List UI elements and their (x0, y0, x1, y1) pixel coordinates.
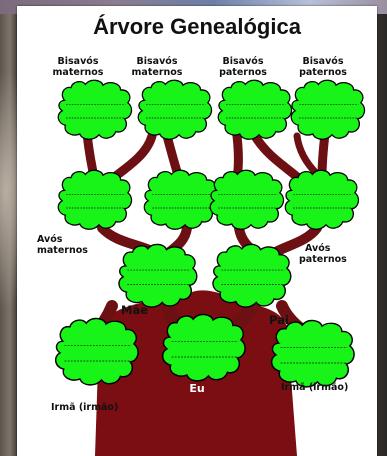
mother-bush (119, 244, 197, 307)
grandparent-bush-1 (58, 170, 131, 229)
branch (113, 136, 152, 178)
self-bush (163, 315, 245, 381)
great-grandparent-sublabel-3: paternos (219, 67, 267, 78)
sibling-left-bush (56, 319, 138, 385)
family-tree-illustration: Árvore Genealógica Bisavós maternos Bisa… (17, 6, 377, 456)
self-label: Eu (189, 382, 204, 395)
great-grandparent-label-2: Bisavós (137, 56, 178, 67)
great-grandparent-bush-2 (138, 80, 211, 139)
great-grandparent-bush-1 (58, 80, 131, 139)
great-grandparent-label-3: Bisavós (223, 56, 264, 67)
great-grandparent-bush-4 (291, 80, 364, 139)
poster-title: Árvore Genealógica (93, 14, 302, 39)
great-grandparent-bush-3 (218, 80, 291, 139)
great-grandparent-label-1: Bisavós (58, 56, 99, 67)
great-grandparent-sublabel-2: maternos (132, 67, 183, 78)
father-bush (213, 244, 291, 307)
family-tree-poster: Árvore Genealógica Bisavós maternos Bisa… (17, 6, 377, 456)
maternal-grandparents-label: Avós (37, 234, 63, 245)
grandparent-bush-3 (210, 170, 283, 229)
great-grandparent-label-4: Bisavós (303, 56, 344, 67)
branch (297, 136, 317, 174)
grandparent-bush-2 (144, 170, 217, 229)
maternal-grandparents-sublabel: maternos (37, 245, 88, 256)
great-grandparent-sublabel-4: paternos (299, 67, 347, 78)
father-label: Pai (269, 313, 289, 327)
great-grandparent-sublabel-1: maternos (53, 67, 104, 78)
paternal-grandparents-label: Avós (305, 243, 331, 254)
paternal-grandparents-sublabel: paternos (299, 254, 347, 265)
mother-label: Mãe (121, 303, 148, 317)
sibling-left-label: Irmã (irmão) (51, 402, 118, 413)
sibling-right-bush (272, 321, 354, 387)
branch (237, 136, 239, 178)
grandparent-bush-4 (285, 170, 358, 229)
sibling-right-label: Irmã (irmão) (281, 382, 348, 393)
